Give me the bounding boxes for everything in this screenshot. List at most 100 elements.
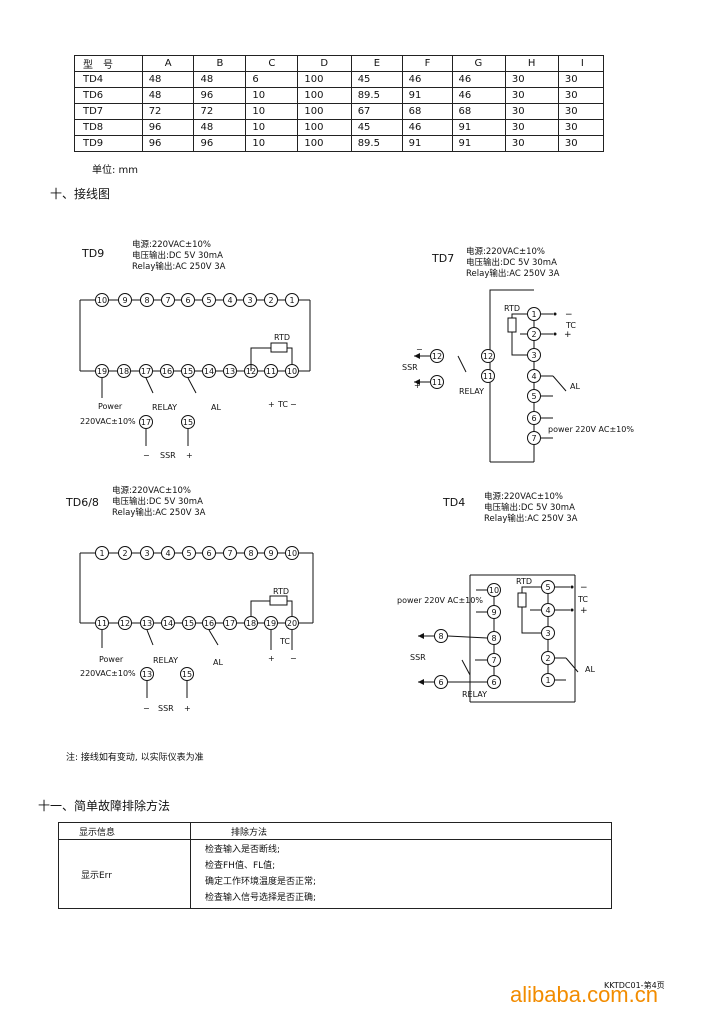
diagram-label: Power bbox=[99, 655, 124, 664]
fault-methods: 检查输入是否断线; 检查FH值、FL值; 确定工作环境温度是否正常; 检查输入信… bbox=[190, 839, 612, 909]
wire bbox=[521, 607, 541, 634]
terminal-circle bbox=[264, 364, 278, 378]
spec-power: 电源:220VAC±10% bbox=[484, 492, 563, 502]
spec-power: 电源:220VAC±10% bbox=[112, 486, 191, 496]
terminal-circle bbox=[430, 349, 444, 363]
diagram-label: AL bbox=[585, 665, 595, 674]
wire bbox=[457, 355, 467, 373]
section-10-title: 十、接线图 bbox=[50, 187, 111, 201]
diagram-label: power 220V AC±10% bbox=[397, 596, 483, 605]
td4-title: TD4 bbox=[443, 496, 466, 509]
terminal-circle bbox=[434, 675, 448, 689]
diagram-label: + bbox=[580, 606, 588, 616]
wire bbox=[187, 377, 197, 394]
diagram-label: RTD bbox=[274, 333, 290, 342]
td4-spec: 电源:220VAC±10% 电压输出:DC 5V 30mA Relay输出:AC… bbox=[484, 492, 577, 525]
wire bbox=[489, 289, 534, 462]
diagram-label: AL bbox=[213, 658, 223, 667]
td9-title: TD9 bbox=[82, 247, 105, 260]
terminal-circle bbox=[95, 546, 109, 560]
rtd-resistor bbox=[507, 317, 517, 333]
terminal-dot bbox=[553, 312, 557, 316]
terminal-number: 6 bbox=[531, 414, 536, 423]
diagram-label: + bbox=[268, 654, 275, 663]
terminal-circle bbox=[118, 293, 132, 307]
terminal-number: 8 bbox=[248, 549, 253, 558]
wire bbox=[511, 332, 527, 356]
table-cell: 91 bbox=[451, 135, 506, 152]
terminal-number: 10 bbox=[287, 549, 297, 558]
arrow-icon bbox=[414, 379, 420, 385]
diagram-label: − bbox=[416, 345, 423, 354]
diagram-label: − bbox=[290, 654, 297, 663]
terminal-number: 5 bbox=[206, 296, 211, 305]
terminal-circle bbox=[95, 293, 109, 307]
fault-method: 检查输入是否断线; bbox=[205, 845, 281, 855]
spec-voltage: 电压输出:DC 5V 30mA bbox=[466, 258, 557, 268]
diagram-label: − bbox=[565, 310, 573, 320]
terminal-circle bbox=[264, 293, 278, 307]
terminal-number: 4 bbox=[545, 606, 550, 615]
wire bbox=[552, 375, 567, 392]
terminal-number: 7 bbox=[531, 434, 536, 443]
terminal-number: 12 bbox=[246, 367, 256, 376]
terminal-number: 18 bbox=[119, 367, 129, 376]
terminal-number: 19 bbox=[266, 619, 276, 628]
terminal-circle bbox=[285, 293, 299, 307]
terminal-number: 1 bbox=[289, 296, 294, 305]
terminal-circle bbox=[244, 616, 258, 630]
terminal-circle bbox=[117, 364, 131, 378]
fault-method: 检查输入信号选择是否正确; bbox=[205, 893, 317, 903]
terminal-circle bbox=[160, 364, 174, 378]
terminal-number: 11 bbox=[97, 619, 107, 628]
diagram-label: RELAY bbox=[459, 387, 484, 396]
spec-power: 电源:220VAC±10% bbox=[132, 240, 211, 250]
diagram-label: RTD bbox=[504, 304, 520, 313]
terminal-circle bbox=[161, 293, 175, 307]
terminal-circle bbox=[244, 546, 258, 560]
td7-spec: 电源:220VAC±10% 电压输出:DC 5V 30mA Relay输出:AC… bbox=[466, 247, 559, 280]
terminal-number: 2 bbox=[122, 549, 127, 558]
terminal-circle bbox=[430, 375, 444, 389]
terminal-circle bbox=[285, 546, 299, 560]
terminal-number: 13 bbox=[142, 670, 152, 679]
terminal-circle bbox=[243, 293, 257, 307]
diagram-label: TC bbox=[279, 637, 290, 646]
wire bbox=[145, 377, 154, 394]
terminal-number: 3 bbox=[531, 351, 536, 360]
arrow-icon bbox=[418, 633, 424, 639]
diagram-label: + bbox=[184, 704, 191, 713]
diagram-label: 220VAC±10% bbox=[80, 417, 136, 426]
terminal-number: 15 bbox=[182, 670, 192, 679]
terminal-number: 2 bbox=[268, 296, 273, 305]
terminal-number: 12 bbox=[432, 352, 442, 361]
fault-method: 确定工作环境温度是否正常; bbox=[205, 877, 317, 887]
table-cell: TD9 bbox=[74, 135, 143, 152]
terminal-circle bbox=[182, 546, 196, 560]
terminal-circle bbox=[140, 546, 154, 560]
diagram-label: − bbox=[143, 451, 150, 460]
terminal-circle bbox=[264, 616, 278, 630]
terminal-number: 12 bbox=[483, 352, 493, 361]
diagram-label: RELAY bbox=[462, 690, 487, 699]
terminal-circle bbox=[95, 616, 109, 630]
terminal-number: 8 bbox=[438, 632, 443, 641]
wire bbox=[250, 347, 271, 371]
terminal-circle bbox=[434, 629, 448, 643]
diagram-label: AL bbox=[211, 403, 221, 412]
terminal-number: 4 bbox=[165, 549, 170, 558]
wire bbox=[521, 586, 541, 593]
terminal-number: 11 bbox=[483, 372, 493, 381]
terminal-number: 20 bbox=[287, 619, 297, 628]
terminal-circle bbox=[161, 546, 175, 560]
terminal-number: 9 bbox=[268, 549, 273, 558]
terminal-number: 2 bbox=[545, 654, 550, 663]
terminal-number: 8 bbox=[491, 634, 496, 643]
terminal-number: 6 bbox=[206, 549, 211, 558]
spec-power: 电源:220VAC±10% bbox=[466, 247, 545, 257]
terminal-number: 13 bbox=[142, 619, 152, 628]
terminal-number: 15 bbox=[183, 367, 193, 376]
